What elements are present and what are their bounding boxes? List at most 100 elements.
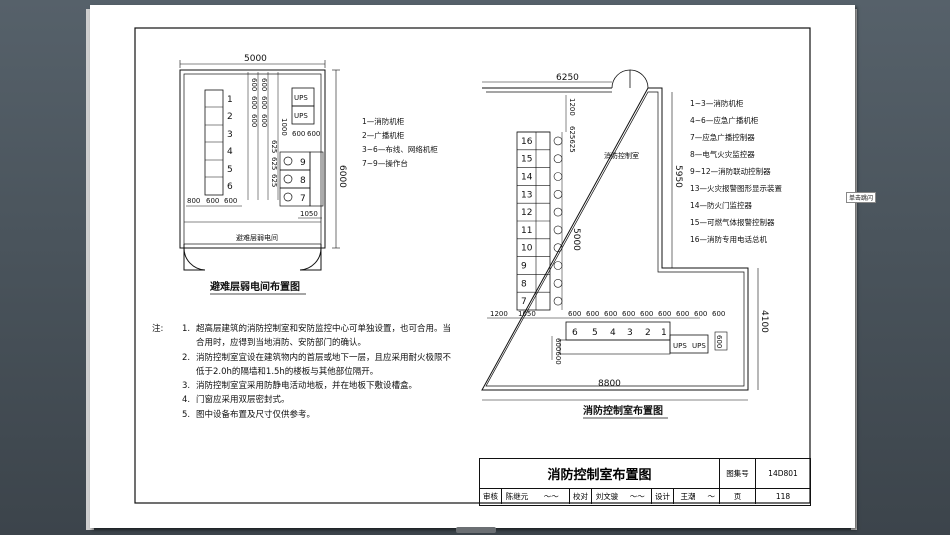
desk-number: 14 <box>521 173 533 183</box>
right-dim-row-2: 600 <box>586 310 599 318</box>
left-dim-col-a3: 600 <box>250 114 258 127</box>
right-cab-6: 6 <box>572 328 578 338</box>
left-dim-bottom-b: 600 <box>206 197 219 205</box>
check-label: 校对 <box>570 489 592 504</box>
left-dim-col-b3: 600 <box>260 114 268 127</box>
title-block: 消防控制室布置图 图集号 14D801 审核 陈继元 ～～ 校对 刘文骏 ～～ … <box>479 458 811 506</box>
right-legend-item: 7—应急广播控制器 <box>690 133 755 142</box>
note-text: 消防控制室宜设在建筑物内的首层或地下一层，且应采用耐火极限不低于2.0h的隔墙和… <box>196 352 452 377</box>
right-legend-item: 15—可燃气体报警控制器 <box>690 218 775 227</box>
note-num: 1. <box>182 324 191 334</box>
left-dim-col-c1: 625 <box>270 140 278 153</box>
right-ups-2: UPS <box>692 342 706 350</box>
jump-callout[interactable]: 单击跳闪 <box>846 192 877 203</box>
left-room-label: 避难层弱电间 <box>236 233 278 242</box>
chair-icon <box>553 296 563 306</box>
right-dim-right2: 4100 <box>759 310 769 333</box>
right-legend-item: 9~12—消防联动控制器 <box>690 167 771 176</box>
right-plan-text: 6250 1200 625625 5000 5950 4100 8800 120… <box>490 73 769 419</box>
right-dim-row-9: 600 <box>712 310 725 318</box>
right-ups-1: UPS <box>673 342 687 350</box>
notes-lead: 注: <box>152 324 164 334</box>
note-num: 2. <box>182 352 191 363</box>
left-legend: 1—消防机柜 2—广播机柜 3~6—布线、网络机柜 7~9—操作台 <box>362 116 438 170</box>
chair-icon <box>553 225 563 235</box>
left-desk-8: 8 <box>300 176 306 186</box>
right-dim-row-5: 600 <box>640 310 653 318</box>
note-text: 图中设备布置及尺寸仅供参考。 <box>196 409 316 420</box>
right-dim-right: 5950 <box>673 165 683 188</box>
left-dim-col-a2: 600 <box>250 96 258 109</box>
right-dim-row-7: 600 <box>676 310 689 318</box>
left-floor-plan <box>179 60 340 271</box>
left-cab-2: 2 <box>227 112 233 122</box>
reviewer-signature: ～～ <box>532 489 570 504</box>
left-legend-item: 1—消防机柜 <box>362 117 405 126</box>
note-text: 门窗应采用双层密封式。 <box>196 395 290 406</box>
left-ups-1: UPS <box>294 94 308 102</box>
chair-icon <box>553 154 563 163</box>
desk-number: 13 <box>521 190 532 200</box>
note-num: 3. <box>182 381 191 392</box>
left-legend-item: 7~9—操作台 <box>362 159 408 168</box>
right-dim-left-v: 1200 <box>568 98 576 116</box>
desk-number: 7 <box>521 297 527 307</box>
left-dim-col-c3: 625 <box>270 174 278 187</box>
left-dim-col-b1: 600 <box>260 78 268 91</box>
left-ups-w-1: 600 <box>292 130 305 138</box>
sheet-frame <box>134 27 811 504</box>
chair-icon <box>553 207 563 217</box>
drawing-sheet <box>90 5 855 528</box>
left-plan-caption: 避难层弱电间布置图 <box>209 280 300 293</box>
left-cab-5: 5 <box>227 165 233 175</box>
right-floor-plan <box>481 69 759 401</box>
right-legend-item: 13—火灾报警图形显示装置 <box>690 184 783 193</box>
review-label: 审核 <box>480 489 502 504</box>
right-dim-bot-v2: 600 <box>715 335 723 348</box>
page-label: 页 <box>720 489 756 504</box>
right-dim-bottom: 8800 <box>598 379 621 389</box>
notes-block: 注:1.超高层建筑的消防控制室和安防监控中心可单独设置，也可合用。当合用时，应得… <box>152 322 452 422</box>
desk-number: 10 <box>521 244 533 254</box>
right-dim-row-6: 600 <box>658 310 671 318</box>
left-dim-col-b2: 600 <box>260 96 268 109</box>
left-dim-right: 6000 <box>337 165 347 188</box>
right-cab-5: 5 <box>592 328 598 338</box>
left-cab-3: 3 <box>227 130 233 140</box>
book-fold <box>456 527 496 533</box>
desk-number: 15 <box>521 155 532 165</box>
chair-icon <box>553 190 563 199</box>
right-dim-top: 6250 <box>556 73 579 83</box>
desk-number: 12 <box>521 208 532 218</box>
right-dim-bot-v: 600600 <box>554 338 562 365</box>
left-ups-2: UPS <box>294 112 308 120</box>
chair-icon <box>553 261 563 270</box>
left-legend-item: 2—广播机柜 <box>362 131 405 140</box>
left-ups-w-2: 600 <box>307 130 320 138</box>
right-plan-caption: 消防控制室布置图 <box>583 404 663 417</box>
right-room-label: 消防控制室 <box>604 151 639 160</box>
right-dim-bot-b: 1050 <box>518 310 536 318</box>
chair-icon <box>553 172 563 181</box>
reviewer-name: 陈继元 <box>505 492 529 501</box>
note-text: 消防控制室宜采用防静电活动地板，并在地板下敷设槽盒。 <box>196 381 418 392</box>
right-cab-2: 2 <box>645 328 651 338</box>
atlas-label: 图集号 <box>720 459 756 489</box>
left-cab-6: 6 <box>227 182 233 192</box>
left-dim-col-c2: 625 <box>270 157 278 170</box>
desk-number: 16 <box>521 137 533 147</box>
checker-name: 刘文骏 <box>595 492 619 501</box>
left-dim-col-a1: 600 <box>250 78 258 91</box>
page-number: 118 <box>775 492 791 501</box>
right-legend-item: 4~6—应急广播机柜 <box>690 116 759 125</box>
chair-icon <box>553 243 563 252</box>
left-desk-7: 7 <box>300 194 306 204</box>
right-dim-row-3: 600 <box>604 310 617 318</box>
right-cab-1: 1 <box>661 328 667 338</box>
right-cab-4: 4 <box>610 328 616 338</box>
left-dim-desk: 1050 <box>300 210 318 218</box>
left-dim-top: 5000 <box>244 54 267 64</box>
right-dim-row-4: 600 <box>622 310 635 318</box>
right-dim-row-1: 600 <box>568 310 581 318</box>
checker-signature: ～～ <box>622 489 652 504</box>
